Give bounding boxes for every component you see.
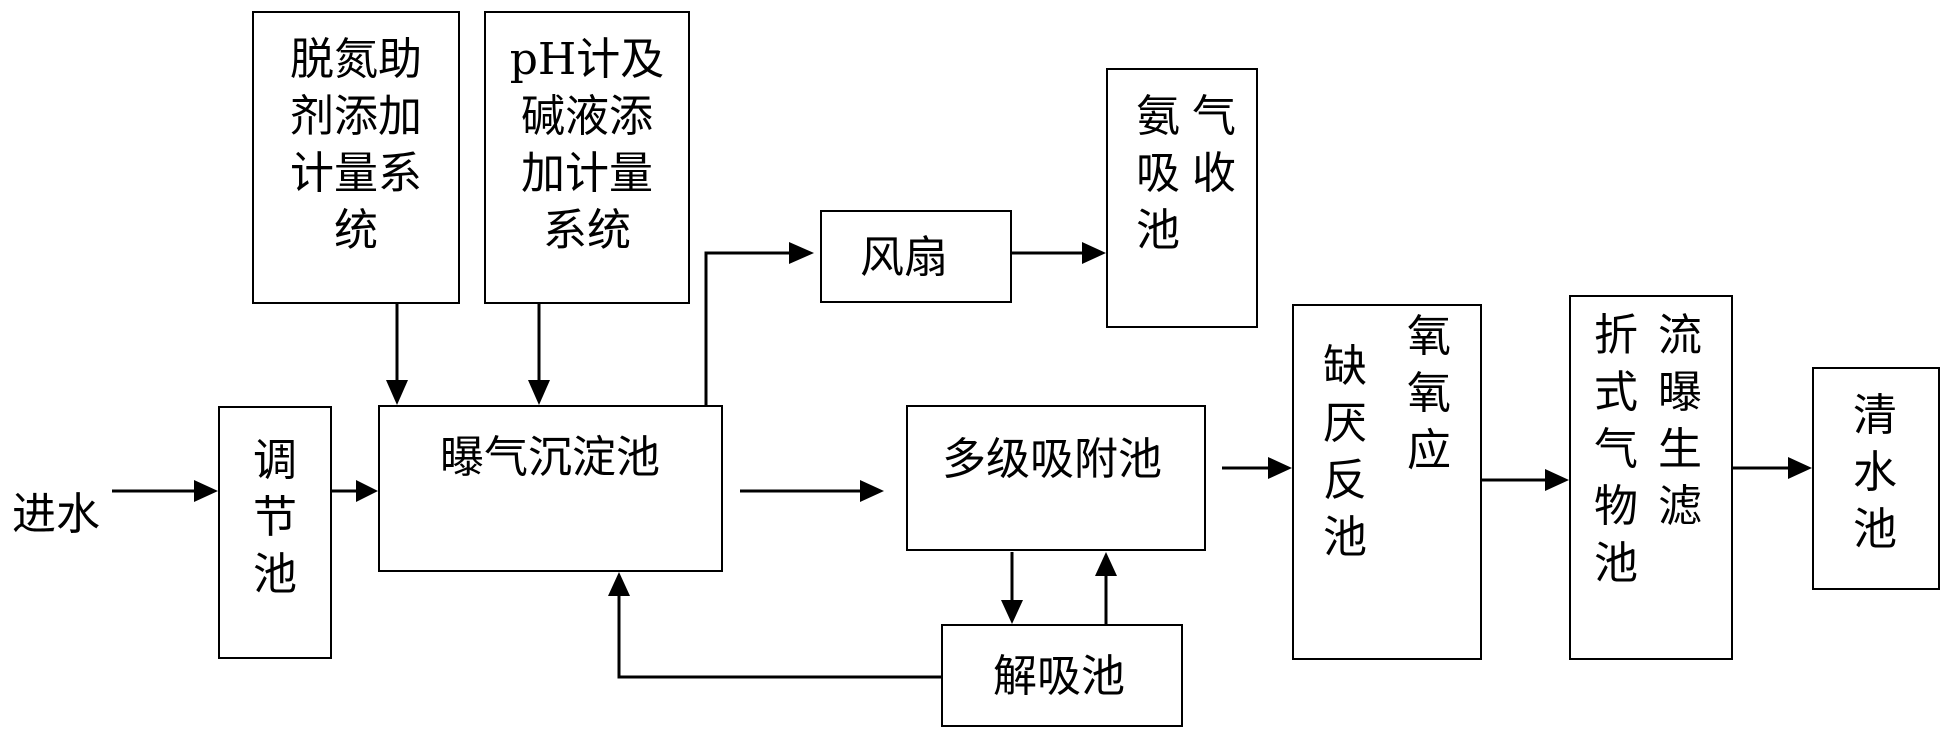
arrowhead — [608, 572, 630, 596]
baffled-biofilter-box: 折 式 气 物 池 流 曝 生 滤 — [1569, 295, 1733, 660]
desorption-tank-label: 解吸池 — [993, 651, 1125, 702]
inlet-label: 进水 — [12, 489, 100, 540]
regulating-tank-label: 调 节 池 — [253, 435, 297, 600]
multistage-adsorption-tank-label: 多级吸附池 — [942, 434, 1162, 485]
arrowhead — [789, 242, 814, 264]
arrowhead — [194, 480, 218, 502]
arrow-aeration-to-fan — [704, 251, 790, 405]
denitrification-dosing-label: 脱氮助 剂添加 计量系 统 — [290, 34, 422, 256]
regulating-tank-box: 调 节 池 — [218, 406, 332, 659]
arrowhead — [1545, 469, 1569, 491]
ammonia-absorption-tank-box: 氨气 吸收 池 — [1106, 68, 1258, 328]
arrow-desorption-return-to-aeration — [617, 590, 941, 679]
arrowhead — [356, 480, 378, 502]
anoxic-aerobic-tank-label-col2: 氧 氧 应 — [1407, 311, 1451, 476]
ammonia-absorption-tank-label: 氨气 吸收 池 — [1136, 91, 1248, 256]
ph-dosing-label: pH计及 碱液添 加计量 系统 — [509, 34, 665, 256]
baffled-biofilter-label-col2: 流 曝 生 滤 — [1658, 310, 1702, 532]
ph-dosing-box: pH计及 碱液添 加计量 系统 — [484, 11, 690, 304]
arrowhead — [386, 380, 408, 405]
arrowhead — [1268, 457, 1292, 479]
fan-label: 风扇 — [860, 232, 948, 283]
anoxic-aerobic-tank-label-col1: 缺 厌 反 池 — [1323, 341, 1367, 563]
anoxic-aerobic-tank-box: 缺 厌 反 池 氧 氧 应 — [1292, 304, 1482, 660]
clear-water-tank-label: 清 水 池 — [1853, 390, 1897, 555]
arrowhead — [1001, 600, 1023, 624]
arrowhead — [1788, 457, 1812, 479]
fan-box: 风扇 — [820, 210, 1012, 303]
denitrification-dosing-box: 脱氮助 剂添加 计量系 统 — [252, 11, 460, 304]
arrowhead — [1095, 552, 1117, 576]
arrowhead — [860, 480, 884, 502]
arrowhead — [528, 380, 550, 405]
multistage-adsorption-tank-box: 多级吸附池 — [906, 405, 1206, 551]
clear-water-tank-box: 清 水 池 — [1812, 367, 1940, 590]
baffled-biofilter-label-col1: 折 式 气 物 池 — [1594, 310, 1638, 589]
aeration-settling-tank-box: 曝气沉淀池 — [378, 405, 723, 572]
desorption-tank-box: 解吸池 — [941, 624, 1183, 727]
aeration-settling-tank-label: 曝气沉淀池 — [440, 432, 660, 483]
arrowhead — [1082, 242, 1106, 264]
